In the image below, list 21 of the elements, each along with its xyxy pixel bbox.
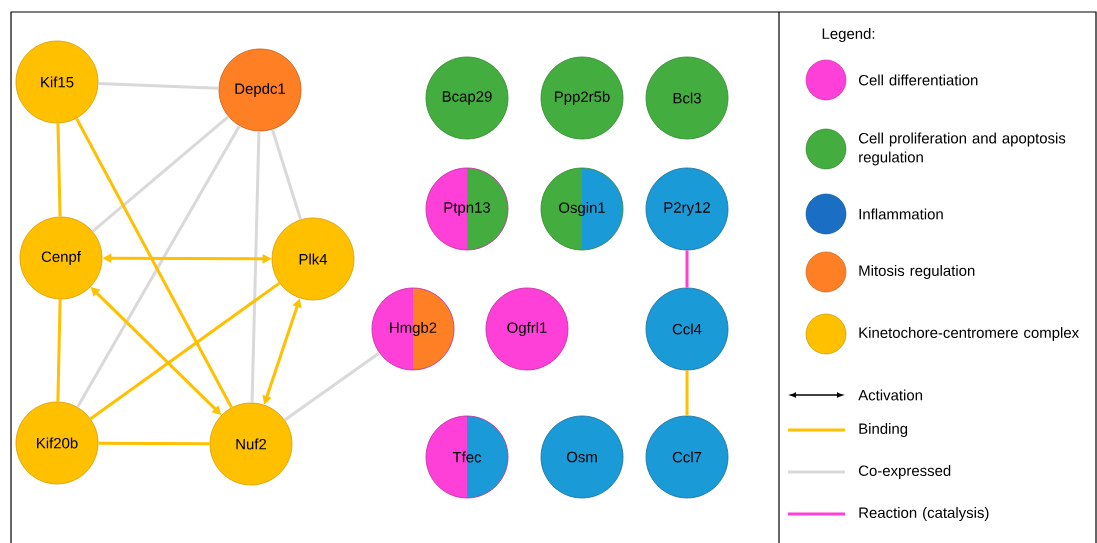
connector-line [89, 281, 281, 421]
legend-label: Cell differentiation [858, 74, 978, 86]
connector-line [98, 82, 219, 90]
connector-line [685, 370, 689, 416]
connector-line [91, 115, 230, 233]
connector-line [56, 299, 62, 402]
legend-title: Legend: [822, 28, 875, 42]
legend-label: Inflammation [859, 208, 943, 220]
legend-label: Kinetochore-centromere complex [859, 327, 1079, 341]
legend-label: Mitosis regulation [859, 265, 975, 279]
legend-label: Reaction (catalysis) [859, 507, 989, 521]
connector-line [270, 129, 303, 220]
connector-line [685, 250, 689, 288]
legend-label: Cell proliferation and apoptosis regulation [858, 132, 1066, 166]
connector-line [250, 131, 261, 403]
legend-label: Activation [858, 389, 922, 401]
connector-line [283, 351, 381, 422]
connector-line [98, 441, 210, 446]
legend-label: Binding [859, 423, 908, 437]
connector-line [56, 123, 62, 217]
legend-label: Co-expressed [858, 465, 951, 479]
